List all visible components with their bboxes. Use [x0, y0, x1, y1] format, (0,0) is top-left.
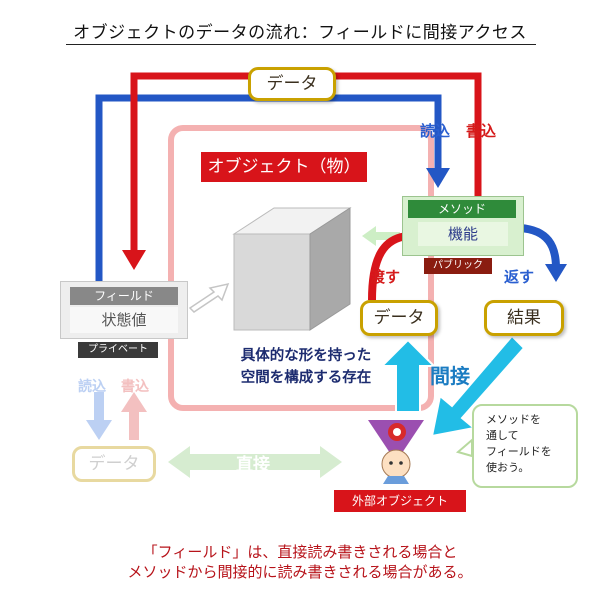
faded-data-tag: データ — [72, 446, 156, 482]
method-data-tag: データ — [360, 300, 438, 336]
method-inner-arrow — [362, 226, 400, 246]
read-arrowhead — [426, 168, 450, 188]
direct-label: 直接 — [236, 455, 270, 475]
pass-label: 渡す — [370, 268, 401, 286]
private-badge: プライベート — [78, 342, 158, 358]
method-header: メソッド — [408, 200, 516, 218]
cube-caption-line2: 空間を構成する存在 — [240, 370, 372, 386]
cube-icon — [232, 207, 352, 331]
faded-write-shaft — [129, 412, 139, 440]
faded-write-label: 書込 — [121, 379, 149, 395]
page-title: オブジェクトのデータの流れ：フィールドに間接アクセス — [73, 23, 527, 43]
field-header: フィールド — [70, 287, 178, 305]
write-label: 書込 — [466, 122, 497, 140]
bottom-caption-line2: メソッドから間接的に読み書きされる場合がある。 — [127, 563, 473, 581]
top-data-tag: データ — [248, 67, 336, 101]
bubble-line-4: 使おう。 — [486, 461, 530, 474]
speech-bubble: メソッドを 通して フィールドを 使おう。 — [472, 404, 578, 488]
bubble-line-1: メソッドを — [486, 413, 541, 426]
method-function: 機能 — [418, 222, 508, 246]
bottom-caption: 「フィールド」は、直接読み書きされる場合と メソッドから間接的に読み書きされる場… — [0, 542, 600, 582]
cube-caption: 具体的な形を持った 空間を構成する存在 — [206, 345, 406, 389]
field-to-object-arrow — [188, 282, 230, 313]
pass-arrow — [368, 232, 409, 301]
faded-read-shaft — [94, 392, 104, 420]
bubble-line-3: フィールドを — [486, 445, 552, 458]
external-object-character-icon — [368, 420, 424, 484]
title-underline — [66, 44, 536, 45]
cube-caption-line1: 具体的な形を持った — [240, 348, 372, 364]
faded-write-arrow — [121, 392, 147, 412]
return-label: 返す — [504, 268, 535, 286]
faded-read-label: 読込 — [78, 379, 106, 395]
result-tag: 結果 — [484, 300, 564, 336]
read-label: 読込 — [420, 122, 451, 140]
indirect-down-arrow — [430, 334, 526, 438]
indirect-label: 間接 — [430, 364, 470, 388]
write-arrowhead — [122, 250, 146, 270]
object-title: オブジェクト（物） — [201, 152, 367, 182]
indirect-up-arrow — [379, 338, 437, 413]
field-state-value: 状態値 — [70, 307, 178, 333]
bubble-line-2: 通して — [486, 429, 519, 442]
public-badge: パブリック — [424, 258, 492, 274]
bottom-caption-line1: 「フィールド」は、直接読み書きされる場合と — [142, 543, 458, 561]
bubble-tail — [455, 437, 473, 458]
direct-arrow — [168, 446, 342, 478]
external-object-label: 外部オブジェクト — [334, 490, 466, 512]
faded-read-arrow — [86, 420, 112, 440]
return-arrow — [519, 224, 560, 269]
